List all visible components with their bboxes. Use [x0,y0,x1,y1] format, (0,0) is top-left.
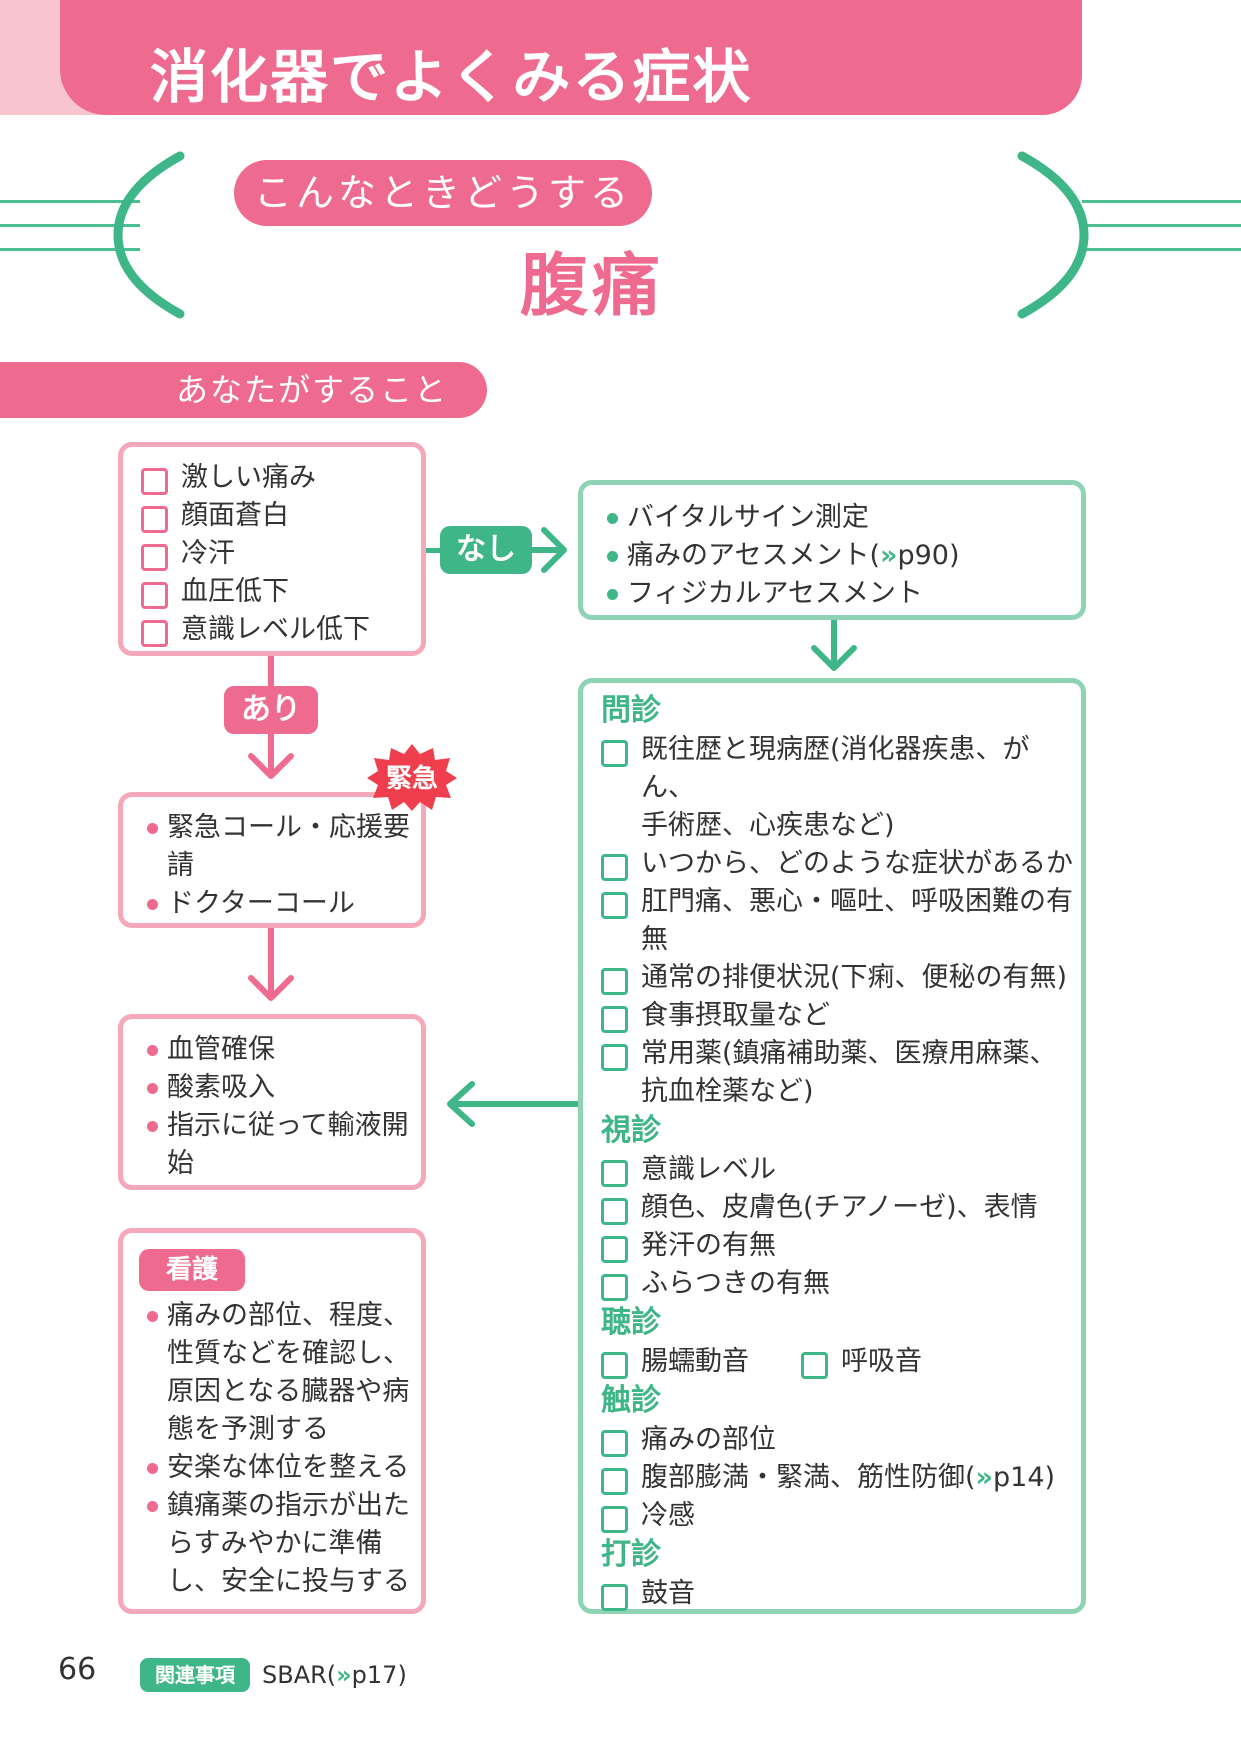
list-item: 酸素吸入 [145,1069,421,1107]
inspection-heading: 視診 [601,1113,661,1148]
page-title: 消化器でよくみる症状 [150,43,753,111]
list-item: 血管確保 [145,1031,421,1069]
list-item: 緊急コール・応援要請 [145,809,421,885]
check-item[interactable]: 食事摂取量など [601,997,1081,1035]
ref-page: p17) [351,1661,407,1689]
list-item: バイタルサイン測定 [605,499,1081,537]
check-item[interactable]: 意識レベル低下 [141,611,421,649]
arrow-down-icon [248,928,294,1001]
list-item-text: し、安全に投与する [167,1566,410,1597]
check-item-text: 手術歴、心疾患など) [641,810,895,841]
list-item-text: 痛みのアセスメント( [627,540,880,571]
subheading-pill: こんなときどうする [234,160,652,226]
list-item-text: 性質などを確認し、 [167,1338,410,1369]
list-item-text: 鎮痛薬の指示が出た [167,1490,410,1521]
nursing-box: 看護 痛みの部位、程度、 性質などを確認し、 原因となる臓器や病 態を予測する … [118,1228,426,1614]
list-item-text: 痛みの部位、程度、 [167,1300,410,1331]
arrow-down-icon [248,734,294,779]
auscultation-row: 腸蠕動音 呼吸音 [601,1343,1081,1381]
check-item[interactable]: 血圧低下 [141,573,421,611]
right-bracket [1017,151,1089,319]
arrow-right-icon [530,527,567,573]
related-badge: 関連事項 [140,1658,250,1692]
check-item[interactable]: 意識レベル [601,1151,1081,1189]
interview-heading: 問診 [601,693,661,728]
check-item[interactable]: 既往歴と現病歴(消化器疾患、がん、手術歴、心疾患など) [601,731,1081,845]
list-item-text: 始 [167,1148,194,1179]
check-item[interactable]: 鼓音 [601,1575,1081,1613]
arrow-line [268,656,274,686]
iv-box: 血管確保 酸素吸入 指示に従って輸液開始 [118,1014,426,1190]
left-bracket [113,151,185,319]
decor-line [0,200,140,203]
header-band [60,0,1082,115]
decor-line [1082,200,1241,203]
check-item[interactable]: 顔色、皮膚色(チアノーゼ)、表情 [601,1189,1081,1227]
urgent-label: 緊急 [385,764,438,794]
list-item: 指示に従って輸液開始 [145,1107,421,1183]
check-item-text: 肛門痛、悪心・嘔吐、呼吸困難の有 [641,886,1073,917]
page-number: 66 [58,1652,97,1687]
ref-arrow-icon: » [336,1661,352,1689]
urgent-badge-icon [367,744,457,811]
check-item[interactable]: 腸蠕動音 [601,1343,749,1381]
check-item[interactable]: 常用薬(鎮痛補助薬、医療用麻薬、抗血栓薬など) [601,1035,1081,1111]
check-item[interactable]: 発汗の有無 [601,1227,1081,1265]
list-item: 鎮痛薬の指示が出た らすみやかに準備 し、安全に投与する [145,1487,421,1601]
arrow-left-icon [447,1081,580,1127]
check-item[interactable]: 痛みの部位 [601,1421,1081,1459]
ref-arrow-icon: » [975,1462,993,1493]
ref-page: p14) [993,1462,1056,1493]
list-item: 痛みのアセスメント(»p90) [605,537,1081,575]
check-item[interactable]: 冷汗 [141,535,421,573]
list-item-text: らすみやかに準備 [167,1528,383,1559]
decor-line [0,248,140,251]
percussion-heading: 打診 [601,1537,661,1572]
check-item[interactable]: 冷感 [601,1497,1081,1535]
auscultation-heading: 聴診 [601,1305,661,1340]
check-item-text: 抗血栓薬など) [641,1076,814,1107]
assessment-box: 問診 既往歴と現病歴(消化器疾患、がん、手術歴、心疾患など) いつから、どのよう… [578,678,1086,1614]
list-item: 痛みの部位、程度、 性質などを確認し、 原因となる臓器や病 態を予測する [145,1297,421,1449]
check-item[interactable]: 呼吸音 [801,1343,922,1381]
list-item-text: 原因となる臓器や病 [167,1376,410,1407]
yes-label: あり [224,686,318,734]
list-item: 安楽な体位を整える [145,1449,421,1487]
list-item-text: 緊急コール・応援要 [167,812,410,843]
check-item-text: 無 [641,924,668,955]
check-item[interactable]: 通常の排便状況(下痢、便秘の有無) [601,959,1081,997]
check-item-text: 既往歴と現病歴(消化器疾患、がん、 [641,734,1030,803]
related-ref-text: SBAR( [262,1661,337,1689]
check-item[interactable]: 激しい痛み [141,459,421,497]
ref-arrow-icon: » [880,540,898,571]
list-item-text: 請 [167,850,194,881]
list-item: フィジカルアセスメント [605,575,1081,613]
related-ref[interactable]: SBAR(»p17) [262,1658,407,1692]
symptom-title: 腹痛 [520,247,665,326]
check-item[interactable]: 顔面蒼白 [141,497,421,535]
check-item-text: 常用薬(鎮痛補助薬、医療用麻薬、 [641,1038,1057,1069]
check-item-text: 腹部膨満・緊満、筋性防御( [641,1462,976,1493]
check-item[interactable]: いつから、どのような症状があるか [601,845,1081,883]
check-item[interactable]: ふらつきの有無 [601,1265,1081,1303]
decor-line [1082,248,1241,251]
check-item[interactable]: 腹部膨満・緊満、筋性防御(»p14) [601,1459,1081,1497]
list-item-text: 指示に従って輸液開 [167,1110,409,1141]
check-item[interactable]: 肛門痛、悪心・嘔吐、呼吸困難の有無 [601,883,1081,959]
decor-line [1082,224,1241,227]
arrow-down-icon [811,620,857,671]
palpation-heading: 触診 [601,1383,661,1418]
emergency-box: 緊急コール・応援要請 ドクターコール [118,792,426,928]
ref-page: p90) [897,540,960,571]
decor-line [0,224,140,227]
no-label: なし [440,526,532,574]
list-item: ドクターコール [145,885,421,923]
symptom-check-box: 激しい痛み 顔面蒼白 冷汗 血圧低下 意識レベル低下 [118,442,426,656]
arrow-line [426,548,440,553]
list-item-text: 態を予測する [167,1414,329,1445]
nursing-label: 看護 [139,1249,245,1291]
vital-box: バイタルサイン測定 痛みのアセスメント(»p90) フィジカルアセスメント [578,480,1086,620]
section-label: あなたがすること [0,362,487,418]
